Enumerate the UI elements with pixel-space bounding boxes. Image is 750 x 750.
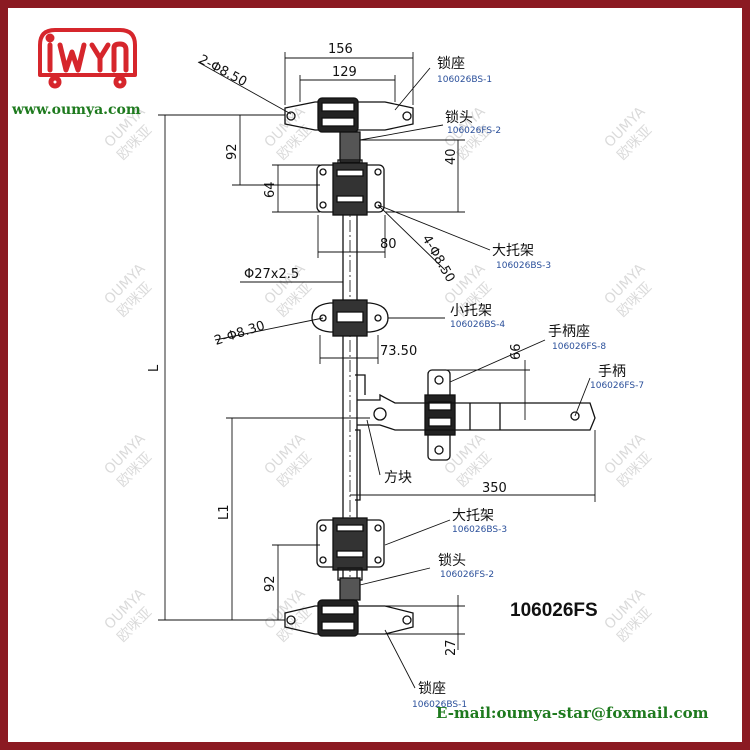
dim-66: 66: [509, 343, 524, 360]
dim-156: 156: [328, 42, 353, 57]
dim-40: 40: [444, 148, 459, 165]
lock-assembly: [284, 97, 596, 637]
dim-hole-top: 2-Φ8.50: [196, 52, 249, 90]
dim-hole-small: 2-Φ8.30: [213, 318, 267, 348]
part-code-big-bracket-bottom: 106026BS-3: [452, 525, 507, 535]
part-code-small-bracket: 106026BS-4: [450, 320, 505, 330]
part-label-handle: 手柄: [598, 364, 626, 380]
part-label-small-bracket: 小托架: [450, 303, 492, 319]
part-labels: 锁座 106026BS-1 锁头 106026FS-2 大托架 106026BS…: [384, 56, 644, 710]
part-label-handle-seat: 手柄座: [548, 324, 590, 340]
dim-129: 129: [332, 65, 357, 80]
dim-92-bottom: 92: [263, 575, 278, 592]
part-label-lock-head-top: 锁头: [445, 110, 473, 126]
part-label-lock-head-bottom: 锁头: [438, 553, 466, 569]
small-bracket: [311, 299, 389, 337]
bottom-lock-seat: [284, 599, 414, 637]
big-bracket-bottom: [316, 517, 385, 571]
website-url[interactable]: www.oumya.com: [12, 102, 141, 118]
dim-L1: L1: [217, 504, 232, 520]
big-bracket-top: [316, 162, 385, 216]
part-code-lock-head-bottom: 106026FS-2: [440, 570, 494, 580]
part-label-square-block: 方块: [384, 470, 412, 486]
part-code-big-bracket-top: 106026BS-3: [496, 261, 551, 271]
part-label-big-bracket-bottom: 大托架: [452, 508, 494, 524]
contact-email[interactable]: E-mail:oumya-star@foxmail.com: [436, 704, 709, 722]
model-number: 106026FS: [510, 600, 598, 621]
dim-L: L: [147, 364, 162, 372]
dim-64: 64: [263, 181, 278, 198]
dim-73-50: 73.50: [380, 344, 417, 359]
handle-assembly: [355, 369, 596, 501]
dim-92-top: 92: [225, 143, 240, 160]
part-code-lock-seat-bottom: 106026BS-1: [412, 700, 467, 710]
part-code-lock-seat-top: 106026BS-1: [437, 75, 492, 85]
dim-holes-big-bracket: 4-Φ8.50: [419, 233, 458, 286]
part-code-handle: 106026FS-7: [590, 381, 644, 391]
dim-80: 80: [380, 237, 397, 252]
part-label-big-bracket-top: 大托架: [492, 243, 534, 259]
part-code-handle-seat: 106026FS-8: [552, 342, 606, 352]
top-lock-seat: [284, 97, 414, 133]
brand-logo: [38, 28, 137, 89]
dim-pipe: Φ27x2.5: [244, 267, 299, 282]
dimension-lines: [158, 52, 596, 689]
part-label-lock-seat-bottom: 锁座: [418, 681, 446, 697]
part-code-lock-head-top: 106026FS-2: [447, 126, 501, 136]
part-label-lock-seat-top: 锁座: [437, 56, 465, 72]
dim-27: 27: [444, 639, 459, 656]
dim-350: 350: [482, 481, 507, 496]
